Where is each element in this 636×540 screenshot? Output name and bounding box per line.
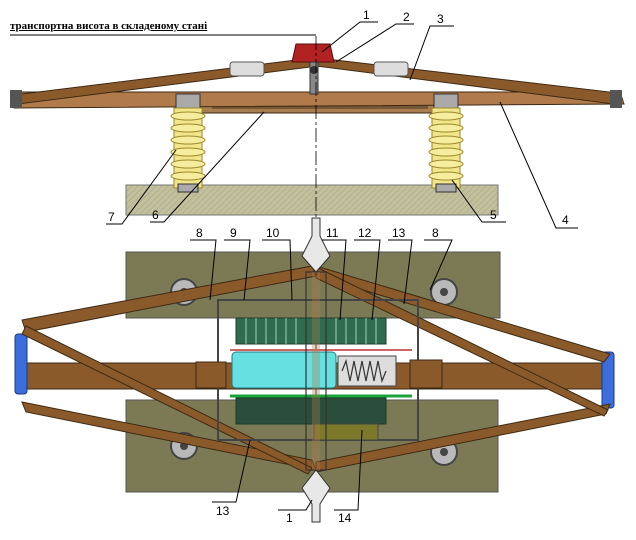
label-7: 7 [108, 210, 115, 224]
arm-cross-right [315, 267, 609, 417]
label-11: 11 [326, 226, 339, 240]
spring-coil [341, 358, 387, 384]
label-2: 2 [403, 10, 410, 24]
shoe-pivot [310, 66, 318, 74]
end-insulator-left [14, 333, 28, 395]
label-1-bottom: 1 [286, 511, 293, 525]
center-yoke-top [301, 217, 331, 273]
coil-lower [235, 397, 387, 425]
leader-11 [322, 239, 347, 321]
leader-5 [451, 179, 506, 223]
leader-14 [334, 429, 363, 511]
leader-8-left [190, 239, 217, 301]
insulator-left [170, 93, 206, 193]
label-4: 4 [562, 213, 569, 227]
label-8-left: 8 [196, 226, 203, 240]
coil-lower-plate [313, 423, 379, 441]
spring-housing [337, 355, 397, 387]
arm-end-right [610, 90, 622, 108]
label-6: 6 [152, 208, 159, 222]
label-9: 9 [230, 226, 237, 240]
leader-13-bottom [212, 439, 251, 503]
label-12: 12 [358, 226, 372, 240]
end-cap-left [195, 361, 227, 389]
leader-2 [335, 23, 414, 63]
leader-8-right [424, 239, 453, 291]
leader-7 [106, 149, 177, 225]
label-13-bottom: 13 [216, 504, 230, 518]
leader-9 [224, 239, 251, 301]
leader-1-top [321, 21, 378, 53]
arm-cross-left [21, 325, 313, 475]
label-3: 3 [437, 12, 444, 26]
label-13-top: 13 [392, 226, 406, 240]
center-yoke-bottom [301, 469, 331, 523]
motor-cylinder [231, 351, 337, 389]
leader-3 [409, 25, 454, 81]
label-1-top: 1 [363, 8, 370, 22]
leader-13-top [388, 239, 413, 305]
top-lug-right [373, 61, 409, 77]
top-lug-left [229, 61, 265, 77]
leader-1-bottom [278, 499, 313, 511]
label-5: 5 [490, 208, 497, 222]
end-cap-right [409, 359, 443, 389]
label-8-right: 8 [432, 226, 439, 240]
insulator-right [428, 93, 464, 193]
leader-12 [354, 239, 381, 321]
center-shaft-inner [312, 272, 320, 470]
arm-end-left [10, 90, 22, 108]
leader-4 [499, 101, 578, 229]
arm-rhombus-right-lower [315, 403, 611, 473]
label-10: 10 [266, 226, 280, 240]
leader-6 [150, 111, 265, 223]
center-shaft [305, 271, 327, 471]
coil-upper-windings [245, 318, 377, 344]
coil-upper [235, 317, 387, 345]
contact-shoe-base [309, 61, 319, 95]
label-14: 14 [338, 511, 352, 525]
contact-shoe [291, 43, 335, 63]
transport-height-caption: транспортна висота в складеному стані [10, 20, 208, 32]
leader-10 [262, 239, 293, 301]
